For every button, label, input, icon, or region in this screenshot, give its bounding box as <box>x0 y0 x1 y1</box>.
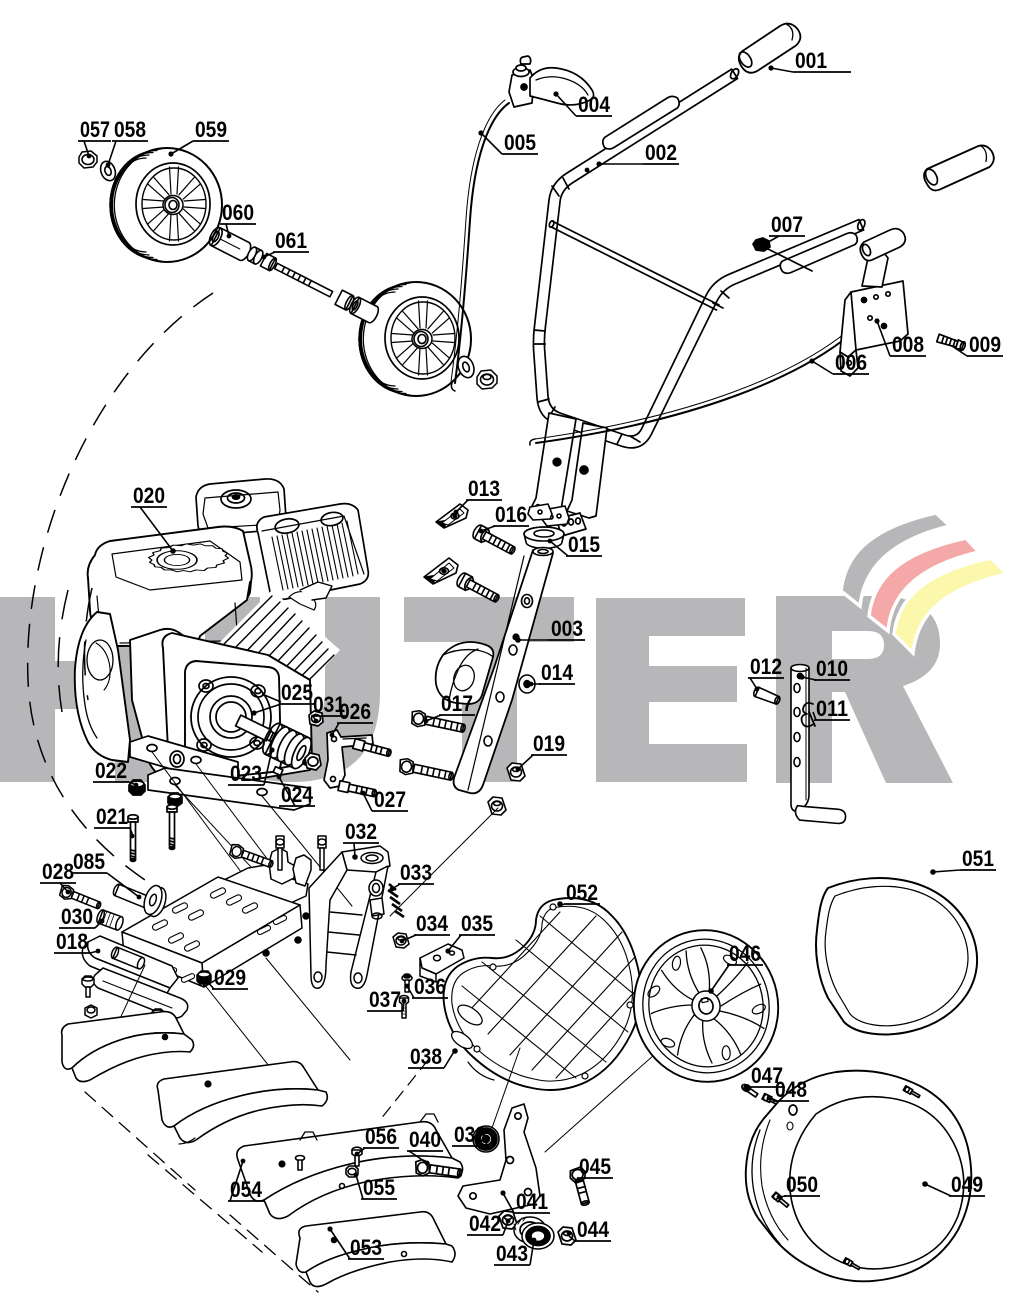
svg-text:056: 056 <box>365 1124 397 1149</box>
svg-text:051: 051 <box>962 846 994 871</box>
svg-text:002: 002 <box>645 140 677 165</box>
svg-text:018: 018 <box>56 929 88 954</box>
svg-text:023: 023 <box>230 761 262 786</box>
svg-text:019: 019 <box>533 731 565 756</box>
svg-text:035: 035 <box>461 911 493 936</box>
svg-text:020: 020 <box>133 483 165 508</box>
svg-text:040: 040 <box>409 1127 441 1152</box>
svg-text:009: 009 <box>969 332 1001 357</box>
svg-text:010: 010 <box>816 656 848 681</box>
svg-text:055: 055 <box>363 1175 395 1200</box>
svg-text:030: 030 <box>61 904 93 929</box>
svg-text:012: 012 <box>750 654 782 679</box>
svg-text:049: 049 <box>951 1172 983 1197</box>
svg-text:046: 046 <box>729 941 761 966</box>
svg-text:048: 048 <box>775 1077 807 1102</box>
svg-text:033: 033 <box>400 860 432 885</box>
svg-text:006: 006 <box>835 350 867 375</box>
svg-text:032: 032 <box>345 819 377 844</box>
svg-text:058: 058 <box>114 117 146 142</box>
svg-text:029: 029 <box>214 965 246 990</box>
svg-text:042: 042 <box>469 1211 501 1236</box>
svg-text:052: 052 <box>566 880 598 905</box>
svg-text:007: 007 <box>771 212 803 237</box>
svg-text:043: 043 <box>496 1241 528 1266</box>
svg-text:031: 031 <box>313 692 345 717</box>
svg-text:025: 025 <box>281 680 313 705</box>
svg-text:039: 039 <box>454 1122 486 1147</box>
svg-text:059: 059 <box>195 117 227 142</box>
svg-text:041: 041 <box>516 1189 548 1214</box>
svg-text:054: 054 <box>230 1177 263 1202</box>
svg-text:045: 045 <box>579 1154 611 1179</box>
svg-text:021: 021 <box>96 804 128 829</box>
svg-text:003: 003 <box>551 616 583 641</box>
svg-text:034: 034 <box>416 911 449 936</box>
svg-text:014: 014 <box>541 660 574 685</box>
svg-text:060: 060 <box>222 200 254 225</box>
svg-text:027: 027 <box>374 787 406 812</box>
svg-text:037: 037 <box>369 987 401 1012</box>
svg-text:005: 005 <box>504 130 536 155</box>
svg-text:004: 004 <box>578 92 611 117</box>
svg-text:061: 061 <box>275 228 307 253</box>
svg-text:011: 011 <box>816 696 848 721</box>
svg-text:085: 085 <box>73 849 105 874</box>
svg-text:026: 026 <box>339 699 371 724</box>
svg-text:047: 047 <box>751 1063 783 1088</box>
svg-text:001: 001 <box>795 48 827 73</box>
svg-text:050: 050 <box>786 1172 818 1197</box>
svg-text:016: 016 <box>495 502 527 527</box>
svg-text:044: 044 <box>577 1217 610 1242</box>
svg-text:013: 013 <box>468 476 500 501</box>
svg-text:053: 053 <box>350 1235 382 1260</box>
svg-text:036: 036 <box>414 974 446 999</box>
svg-text:015: 015 <box>568 532 600 557</box>
svg-text:022: 022 <box>95 758 127 783</box>
svg-text:017: 017 <box>441 691 473 716</box>
svg-text:028: 028 <box>42 859 74 884</box>
svg-text:038: 038 <box>410 1044 442 1069</box>
svg-text:057: 057 <box>80 117 110 142</box>
svg-text:008: 008 <box>892 332 924 357</box>
svg-text:024: 024 <box>281 782 314 807</box>
